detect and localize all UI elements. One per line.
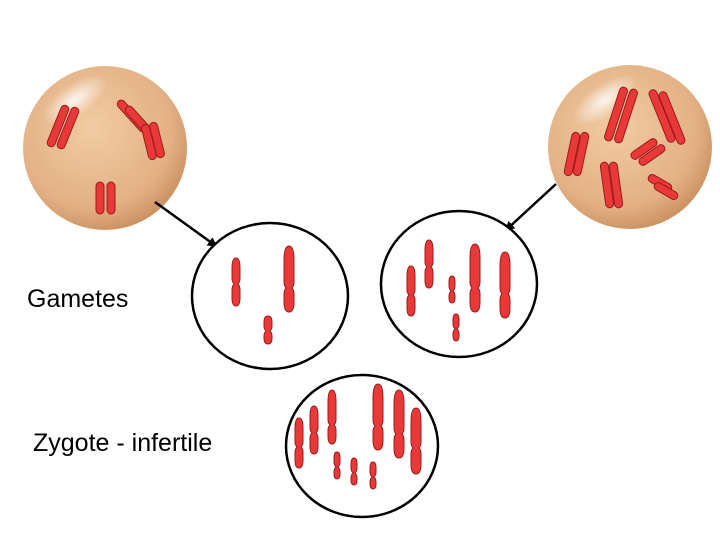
- zygote-cell: [284, 373, 440, 519]
- left-parent-cell: [23, 66, 187, 230]
- chromosome-3: [263, 315, 273, 345]
- zygote-label: Zygote - infertile: [33, 429, 213, 457]
- zygote-chromosomes: [294, 383, 422, 490]
- left-arrow: [154, 200, 218, 248]
- left-gamete-chromosomes: [231, 245, 295, 345]
- left-gamete: [190, 221, 350, 371]
- chromosome-2: [283, 245, 295, 313]
- gametes-label: Gametes: [27, 285, 129, 313]
- chromosome-1: [231, 257, 241, 307]
- left-parent-chromosomes: [46, 99, 165, 215]
- right-gamete: [379, 209, 539, 359]
- right-parent-cell: [548, 65, 712, 229]
- right-parent-chromosomes: [563, 86, 686, 209]
- right-gamete-chromosomes: [406, 239, 511, 342]
- right-arrow: [504, 183, 557, 232]
